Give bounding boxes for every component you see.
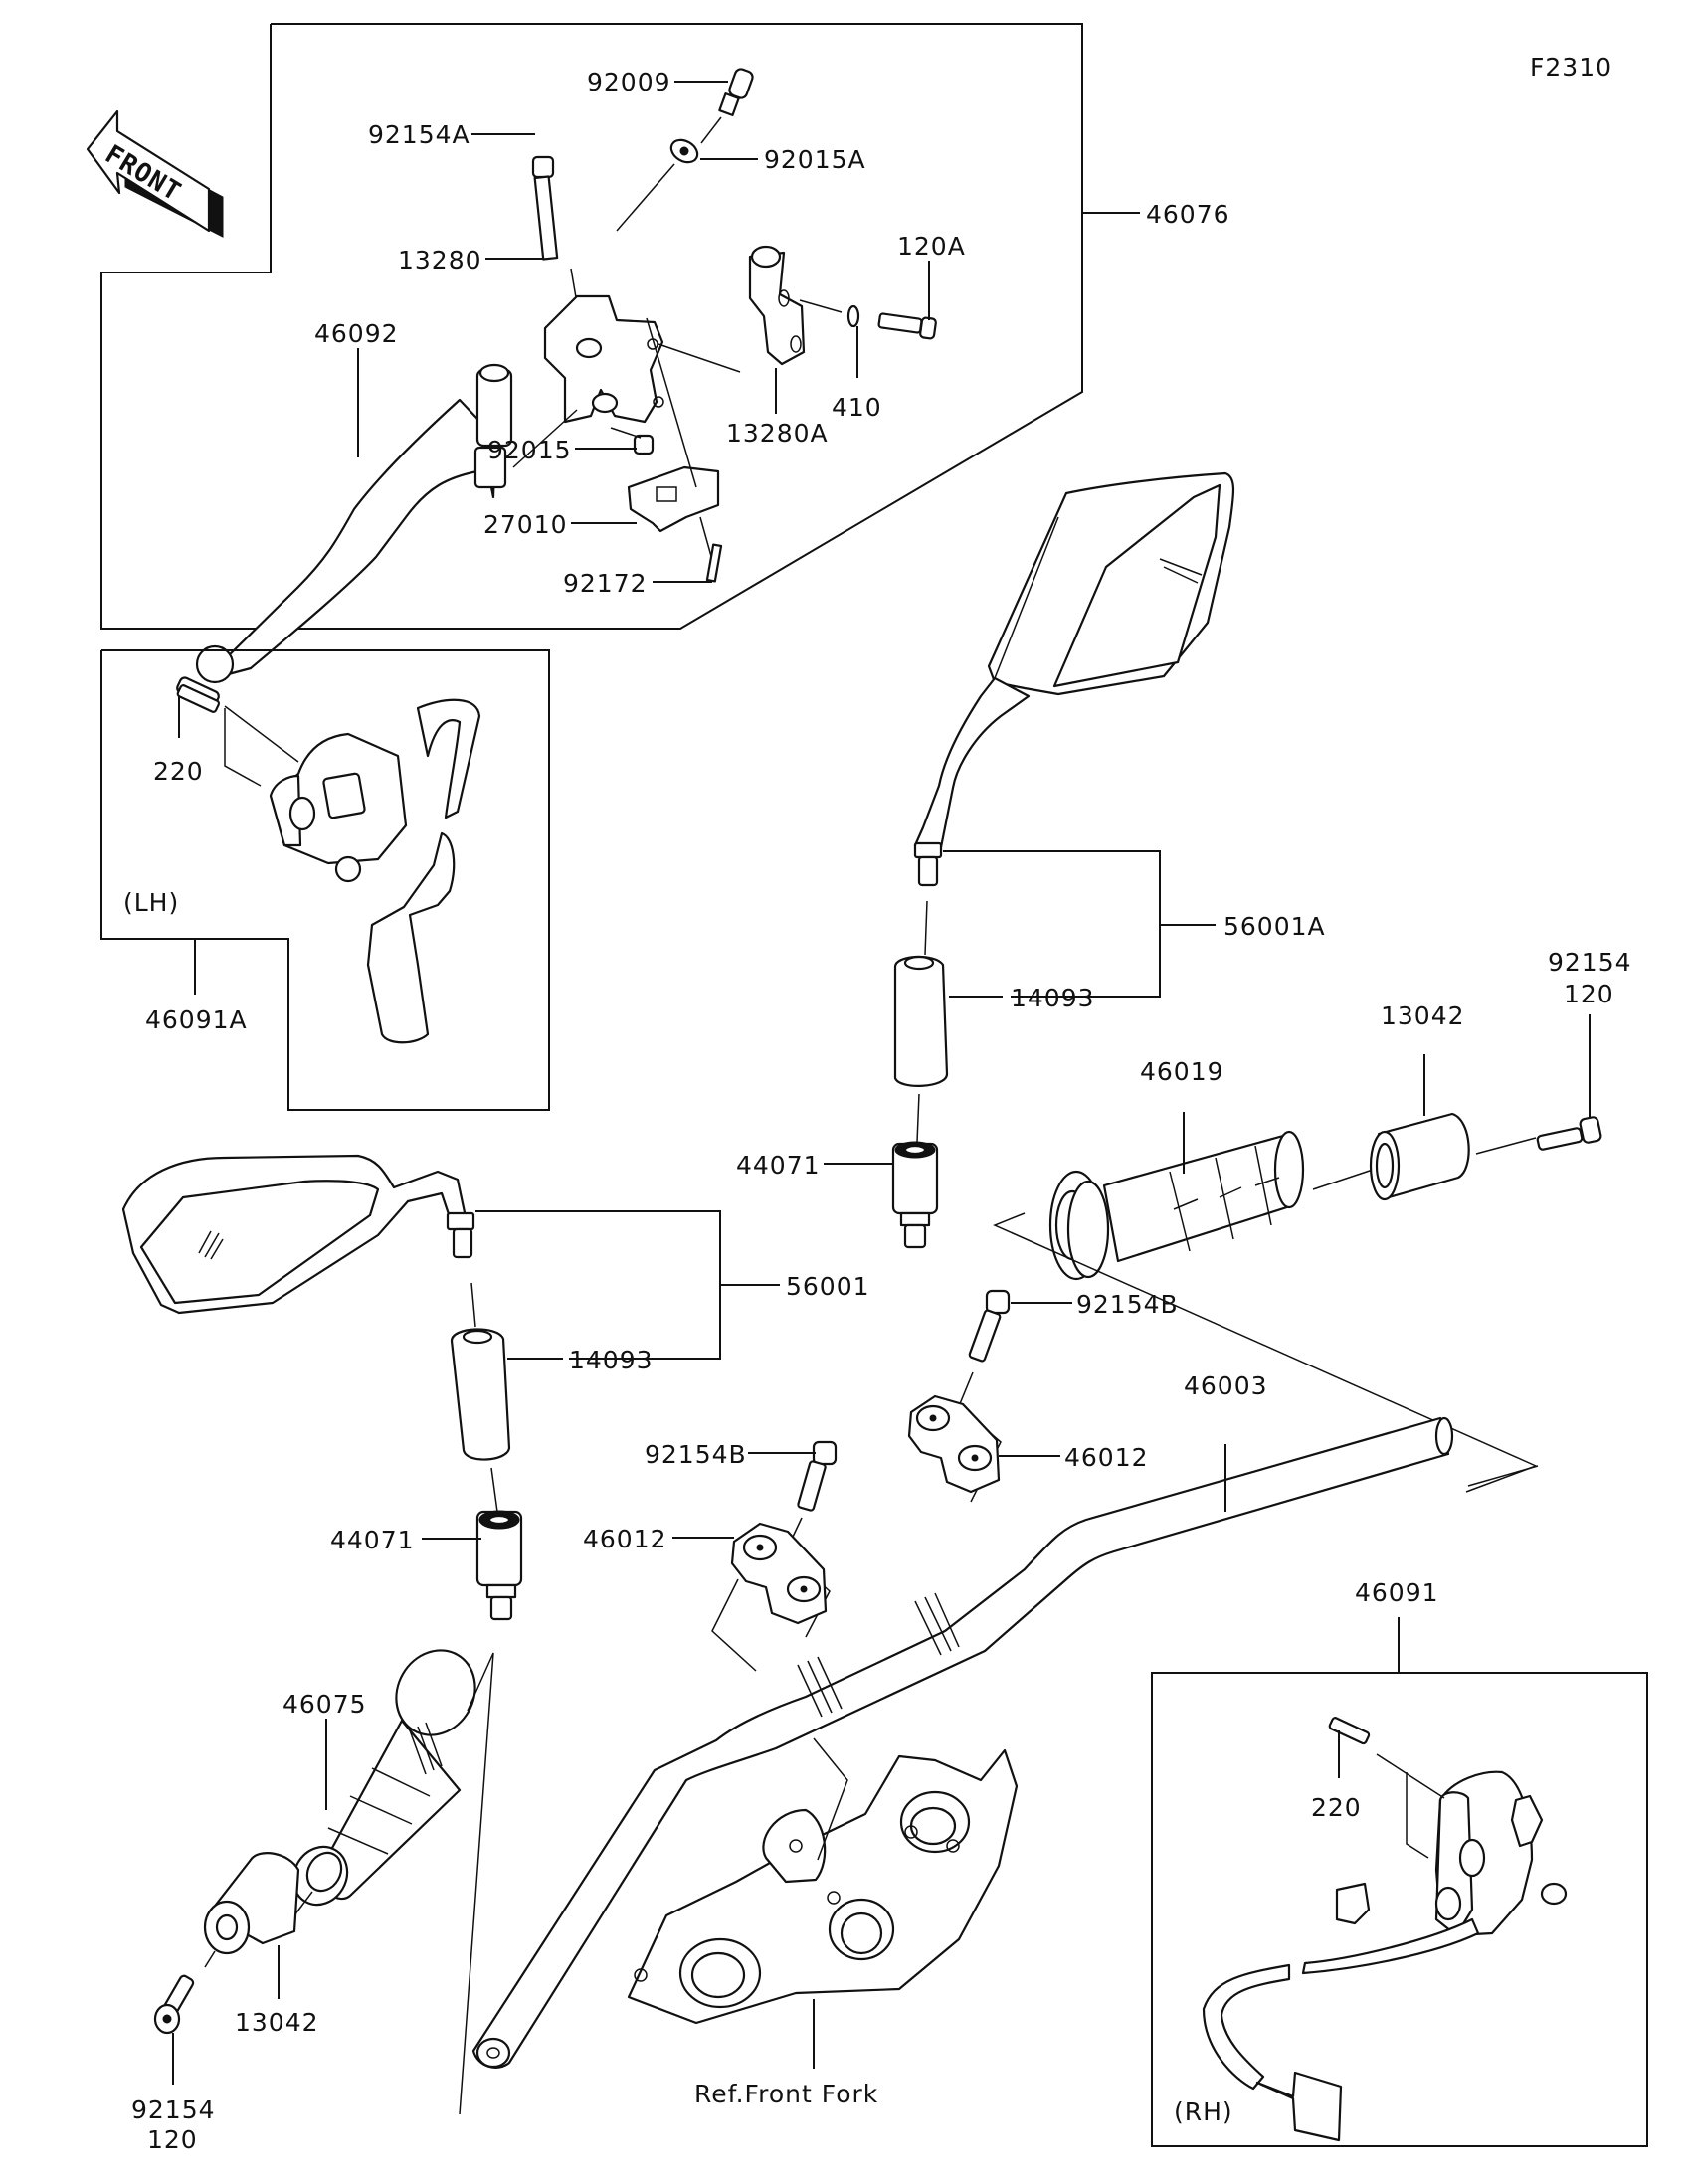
weight-44071-left [475,1510,523,1621]
lever-46092 [195,363,513,684]
label-410: 410 [832,393,882,422]
screw-92009 [718,68,754,116]
screw-92172 [705,543,723,583]
label-46076: 46076 [1146,200,1230,229]
cover-14093-left [450,1328,511,1461]
label-92009: 92009 [587,68,671,96]
triple-clamp-front-fork [627,1748,1019,2025]
mirror-56001A [913,471,1235,887]
label-46092: 46092 [314,319,399,348]
label-13042-left: 13042 [235,2008,319,2037]
bar-end-13042-right [1369,1112,1470,1201]
label-220-lh: 220 [153,757,204,786]
label-14093-left: 14093 [569,1346,654,1374]
label-92154-right-line2: 120 [1564,980,1614,1008]
washer-92015A [669,138,699,164]
grip-46075 [291,1649,476,1907]
bolt-92154A [531,155,559,261]
frame-46076 [100,23,1083,630]
label-13280: 13280 [398,246,482,274]
label-220-rh: 220 [1311,1793,1362,1822]
label-46091: 46091 [1355,1578,1439,1607]
rh-tag: (RH) [1174,2097,1233,2126]
label-92172: 92172 [563,569,648,598]
label-14093-right: 14093 [1011,984,1095,1012]
bolt-92154-left [153,1974,195,2035]
bolt-120A [877,312,937,340]
label-46012-right: 46012 [1064,1443,1149,1472]
label-92154-left-line2: 120 [147,2125,198,2154]
label-92154-right-line1: 92154 [1548,948,1632,977]
bolt-92154B-left [797,1440,838,1512]
weight-44071-right [891,1141,939,1249]
label-92015: 92015 [487,436,572,464]
label-27010: 27010 [483,510,568,539]
label-56001A: 56001A [1223,912,1326,941]
washer-410 [846,304,860,328]
nut-92015 [633,434,655,455]
bar-end-13042-left [203,1852,300,1955]
frame-46091A [100,649,550,1111]
bolt-92154-right [1536,1116,1602,1151]
screw-220-lh [176,684,221,713]
label-92154B-left: 92154B [645,1440,747,1469]
label-92154A: 92154A [368,120,470,149]
label-92015A: 92015A [764,145,866,174]
label-92154-left-line1: 92154 [131,2095,216,2124]
clamp-46012-right [907,1394,1001,1494]
lh-switch-housing [176,676,481,1044]
lh-tag: (LH) [123,888,179,917]
label-ref-front-fork: Ref.Front Fork [694,2080,878,2108]
figure-id: F2310 [1530,53,1612,82]
cover-14093-right [893,955,949,1087]
clamp-46012-left [730,1522,828,1625]
label-46019: 46019 [1140,1057,1224,1086]
lever-holder-13280 [543,294,664,424]
handlebar-46003 [471,1416,1454,2069]
label-46091A: 46091A [145,1005,248,1034]
label-44071-right: 44071 [736,1151,821,1180]
front-arrow-icon: FRONT [86,109,224,238]
mirror-56001 [121,1154,475,1315]
grip-46019 [1048,1130,1305,1281]
clamp-13280A [748,245,806,366]
label-13042-right: 13042 [1381,1001,1465,1030]
label-56001: 56001 [786,1272,870,1301]
label-120A: 120A [897,232,966,261]
switch-27010 [627,465,720,533]
frame-46091 [1151,1672,1648,2147]
bolt-92154B-right [968,1289,1011,1363]
label-46012-left: 46012 [583,1525,667,1553]
label-46075: 46075 [282,1690,367,1719]
rh-switch-housing [1202,1717,1568,2142]
label-46003: 46003 [1184,1371,1268,1400]
label-13280A: 13280A [726,419,829,448]
label-44071-left: 44071 [330,1526,415,1554]
label-92154B-right: 92154B [1076,1290,1179,1319]
